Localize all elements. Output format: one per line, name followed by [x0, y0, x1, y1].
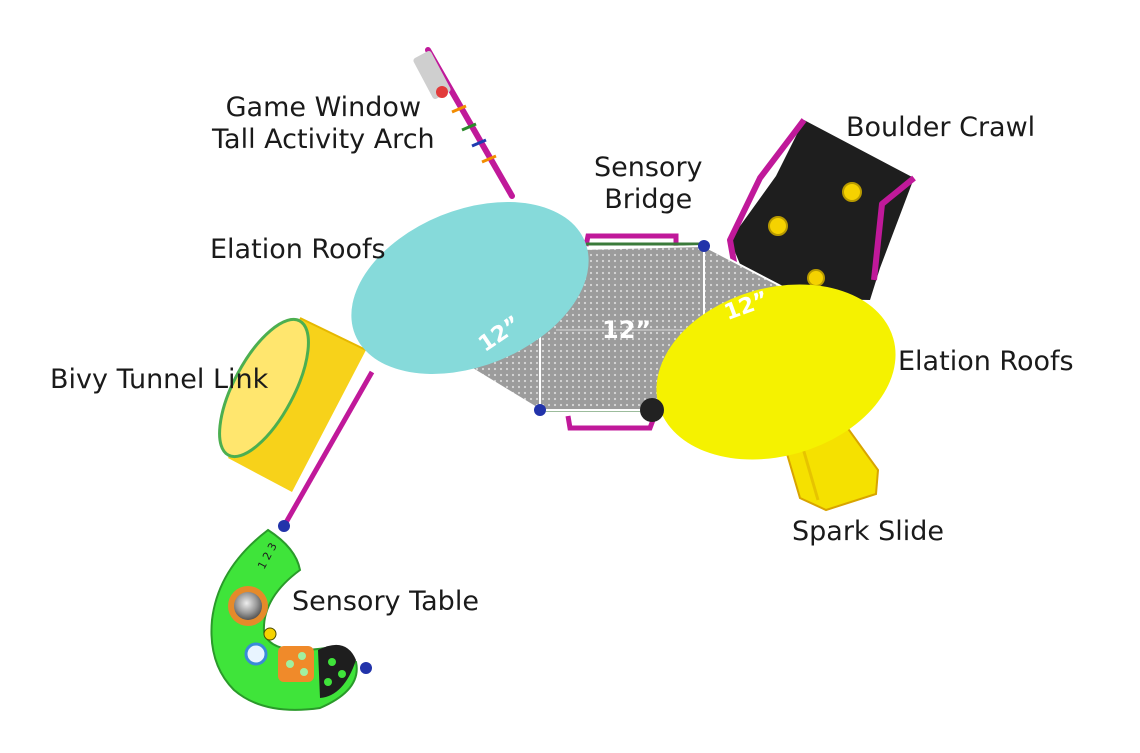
label-game-window-line2: Tall Activity Arch: [212, 124, 435, 155]
deck-height-center: 12”: [602, 316, 651, 344]
label-bivy-tunnel-link: Bivy Tunnel Link: [50, 364, 269, 395]
label-game-window-line1: Game Window: [225, 92, 422, 123]
label-sensory-bridge-line2: Bridge: [604, 184, 693, 215]
label-sensory-bridge-line1: Sensory: [594, 152, 703, 183]
label-elation-roofs-right: Elation Roofs: [898, 346, 1074, 377]
elation-roof-right: [656, 284, 896, 460]
label-sensory-bridge: Sensory Bridge: [594, 152, 703, 216]
sensory-table: 1 2 3: [210, 528, 358, 711]
game-window-arch: [413, 47, 515, 199]
post-caps: [278, 240, 710, 674]
bivy-tunnel-link: [218, 317, 367, 492]
label-sensory-table: Sensory Table: [292, 586, 479, 617]
boulder-crawl: [727, 118, 916, 300]
elation-roof-left: [351, 202, 589, 374]
label-boulder-crawl: Boulder Crawl: [846, 112, 1036, 143]
label-spark-slide: Spark Slide: [792, 516, 945, 547]
support-post-left: [281, 370, 375, 528]
label-game-window-arch: Game Window Tall Activity Arch: [212, 92, 435, 156]
label-elation-roofs-left: Elation Roofs: [210, 234, 386, 265]
slide-entry: [640, 398, 664, 422]
